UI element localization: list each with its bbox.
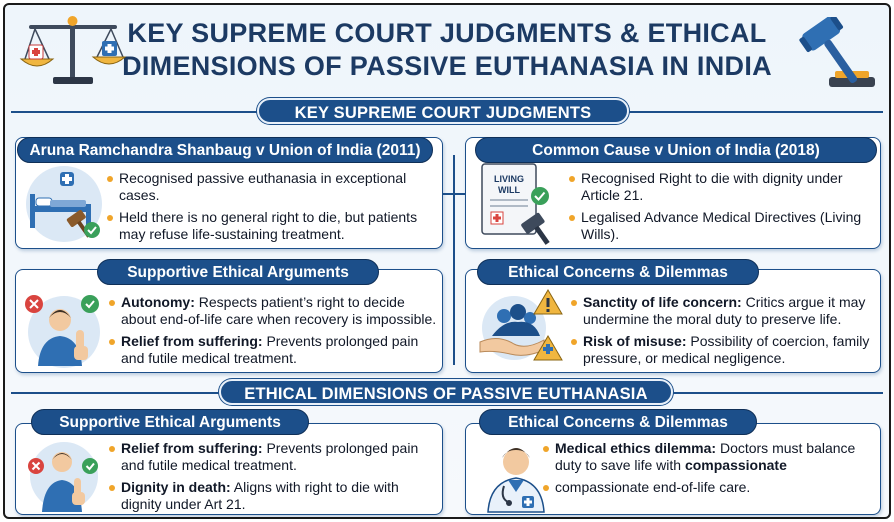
gavel-icon [799, 17, 875, 87]
dimensions-concerns-card: Medical ethics dilemma: Doctors must bal… [465, 423, 881, 515]
list-item: Held there is no general right to die, b… [106, 209, 436, 242]
list-item: Recognised passive euthanasia in excepti… [106, 170, 436, 203]
living-will-label-2: WILL [498, 185, 520, 195]
bullet-label: Dignity in death: [121, 479, 231, 495]
list-item: Dignity in death: Aligns with right to d… [108, 479, 438, 512]
infographic-frame: KEY SUPREME COURT JUDGMENTS & ETHICAL DI… [3, 3, 891, 519]
patient-choice-icon [25, 295, 100, 368]
aruna-bullet-list: Recognised passive euthanasia in excepti… [106, 170, 436, 248]
section-1-banner: KEY SUPREME COURT JUDGMENTS [257, 98, 629, 124]
list-item: Medical ethics dilemma: Doctors must bal… [542, 440, 876, 473]
supportive-arguments-card: Autonomy: Respects patient’s right to de… [15, 269, 443, 373]
bullet-emphasis: compassionate [684, 456, 787, 473]
living-will-label-1: LIVING [494, 174, 524, 184]
family-warning-icon [479, 289, 563, 361]
concerns-heading: Ethical Concerns & Dilemmas [477, 259, 759, 285]
concerns-bullet-list: Sanctity of life concern: Critics argue … [570, 294, 876, 372]
bullet-text: Prevents prolonged pain and futile medic… [121, 333, 419, 366]
common-cause-bullet-list: Recognised Right to die with dignity und… [568, 170, 874, 248]
bullet-text: Possibility of coercion, family pressure… [583, 333, 870, 366]
bullet-label: Medical ethics dilemma: [555, 440, 717, 456]
doctor-icon [487, 448, 545, 513]
dimensions-supportive-card: Relief from suffering: Prevents prolonge… [15, 423, 443, 515]
connector-line [453, 155, 455, 365]
bullet-label: Relief from suffering: [121, 333, 263, 349]
list-item: Relief from suffering: Prevents prolonge… [108, 440, 438, 473]
bullet-label: Sanctity of life concern: [583, 294, 742, 310]
list-item: Recognised Right to die with dignity und… [568, 170, 874, 203]
common-cause-heading: Common Cause v Union of India (2018) [475, 137, 877, 163]
title-line-2: DIMENSIONS OF PASSIVE EUTHANASIA IN INDI… [122, 51, 772, 81]
dimensions-supportive-heading: Supportive Ethical Arguments [31, 409, 309, 435]
bullet-text: Prevents prolonged pain and futile medic… [121, 440, 419, 473]
ethical-concerns-card: Sanctity of life concern: Critics argue … [465, 269, 881, 373]
hospital-bed-icon [26, 166, 102, 242]
scales-of-justice-icon [19, 16, 127, 84]
bullet-label: Risk of misuse: [583, 333, 687, 349]
list-item: Relief from suffering: Prevents prolonge… [108, 333, 438, 366]
list-item: Risk of misuse: Possibility of coercion,… [570, 333, 876, 366]
page-title: KEY SUPREME COURT JUDGMENTS & ETHICAL DI… [5, 9, 889, 93]
patient-choice-icon [28, 442, 98, 512]
bullet-text: Respects patient’s right to decide about… [121, 294, 437, 327]
bullet-text: Doctors must balance duty to save life w… [555, 440, 856, 473]
supportive-heading: Supportive Ethical Arguments [97, 259, 379, 285]
list-item: Sanctity of life concern: Critics argue … [570, 294, 876, 327]
section-2-banner: ETHICAL DIMENSIONS OF PASSIVE EUTHANASIA [219, 379, 673, 405]
living-will-document-icon: LIVING WILL [481, 163, 550, 245]
bullet-text: Aligns with right to die with dignity un… [121, 479, 399, 512]
aruna-heading: Aruna Ramchandra Shanbaug v Union of Ind… [17, 137, 433, 163]
bullet-label: Relief from suffering: [121, 440, 263, 456]
supportive-bullet-list: Autonomy: Respects patient’s right to de… [108, 294, 438, 372]
title-line-1: KEY SUPREME COURT JUDGMENTS & ETHICAL [127, 18, 767, 48]
bullet-label: Autonomy: [121, 294, 195, 310]
list-item: Autonomy: Respects patient’s right to de… [108, 294, 438, 327]
dimensions-concerns-heading: Ethical Concerns & Dilemmas [479, 409, 757, 435]
bullet-text: Critics argue it may undermine the moral… [583, 294, 866, 327]
list-item: compassionate end-of-life care. [542, 479, 876, 496]
dimensions-concerns-bullet-list: Medical ethics dilemma: Doctors must bal… [542, 440, 876, 502]
dimensions-supportive-bullet-list: Relief from suffering: Prevents prolonge… [108, 440, 438, 517]
list-item: Legalised Advance Medical Directives (Li… [568, 209, 874, 242]
